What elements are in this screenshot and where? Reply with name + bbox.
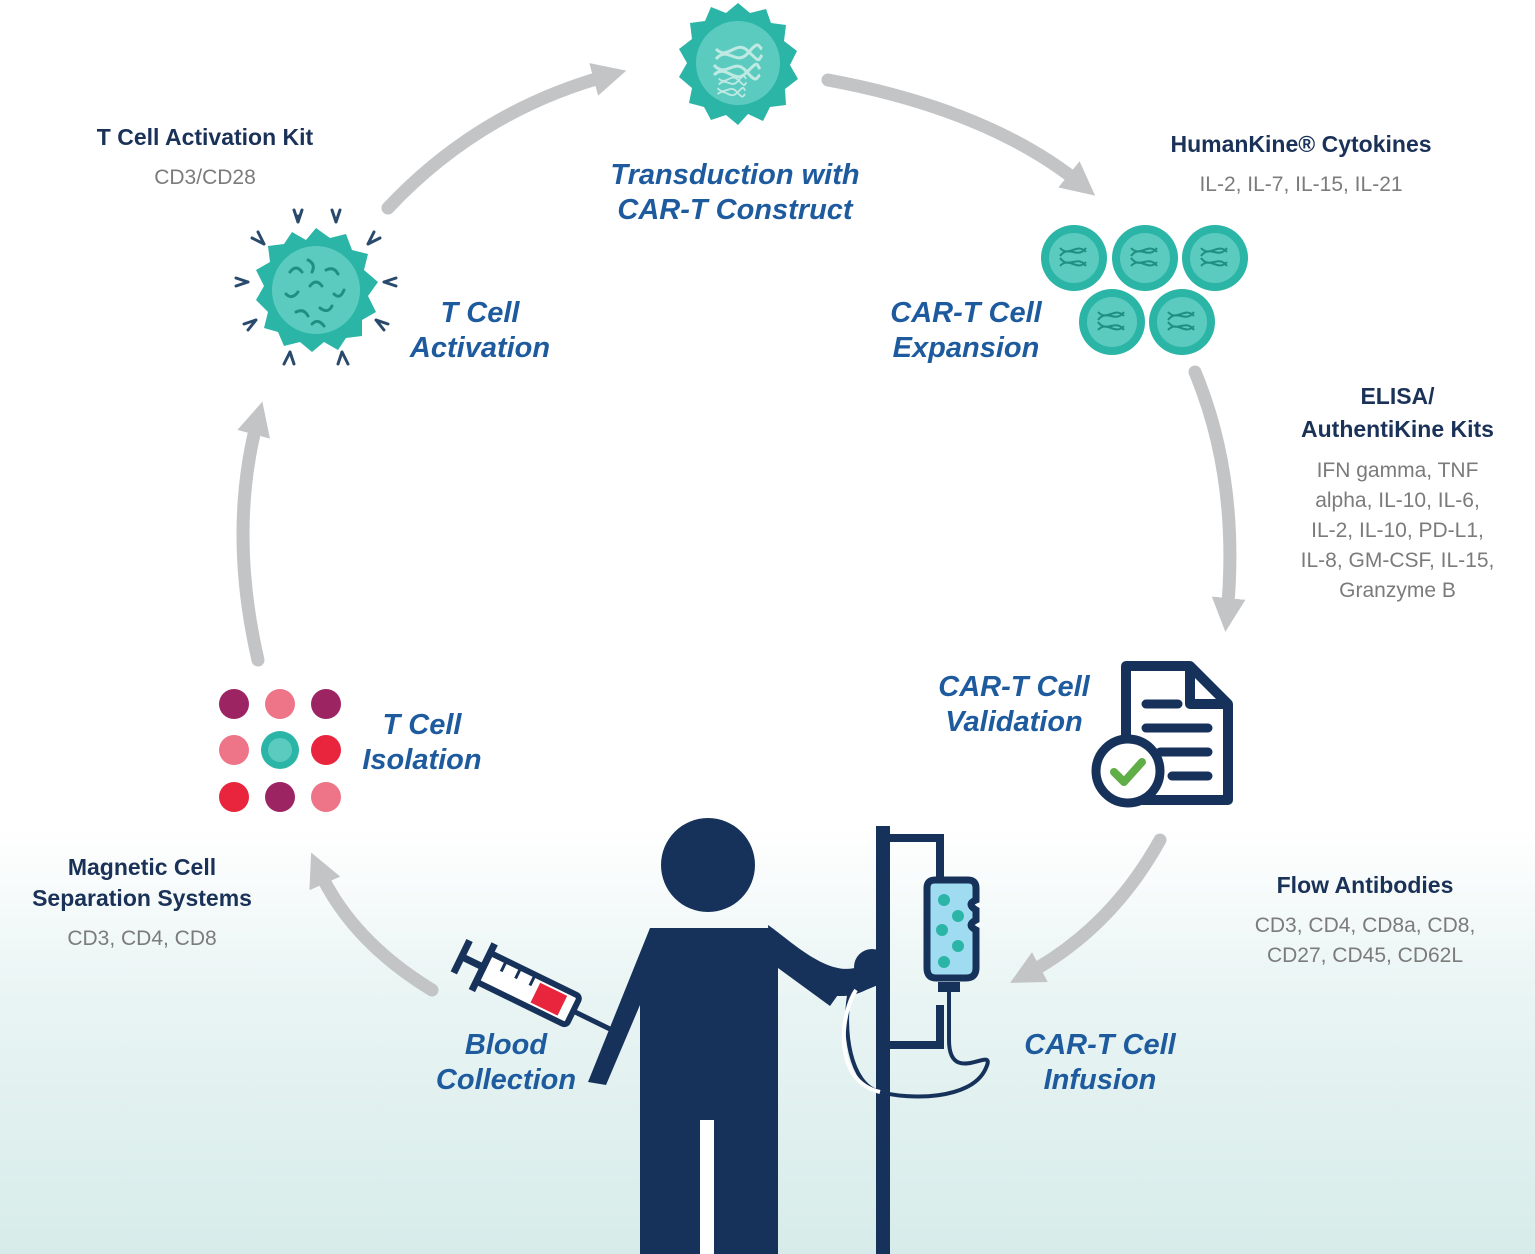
arrow-transduction-to-expansion xyxy=(821,73,1096,196)
activated-t-cell-icon xyxy=(234,208,398,366)
patient-body xyxy=(588,928,845,1254)
product-activation-kit: T Cell Activation Kit CD3/CD28 xyxy=(60,122,350,193)
product-flow: Flow Antibodies CD3, CD4, CD8a, CD8, CD2… xyxy=(1205,870,1525,971)
step-activation: T Cell Activation xyxy=(409,297,551,364)
arrow-expansion-to-validation xyxy=(1188,365,1246,632)
arrow-isolation-to-activation xyxy=(236,401,270,667)
product-cytokines-items: IL-2, IL-7, IL-15, IL-21 xyxy=(1199,173,1403,196)
patient-head xyxy=(661,818,755,912)
step-transduction: Transduction with CAR-T Construct xyxy=(610,159,860,226)
validation-document-icon xyxy=(1091,661,1233,808)
expansion-cells-icon xyxy=(1040,224,1249,356)
step-infusion: CAR-T Cell Infusion xyxy=(1024,1029,1176,1096)
cycle-arrows xyxy=(236,63,1246,997)
product-cytokines: HumanKine® Cytokines IL-2, IL-7, IL-15, … xyxy=(1126,129,1476,200)
step-isolation: T Cell Isolation xyxy=(362,709,482,776)
step-expansion: CAR-T Cell Expansion xyxy=(890,297,1042,364)
step-blood-collection: Blood Collection xyxy=(435,1029,577,1096)
product-magnetic-items: CD3, CD4, CD8 xyxy=(67,927,217,950)
isolation-cells-icon xyxy=(219,689,341,812)
patient-figure xyxy=(588,818,890,1254)
product-flow-title: Flow Antibodies xyxy=(1276,872,1454,898)
product-cytokines-title: HumanKine® Cytokines xyxy=(1170,131,1432,157)
product-elisa-title: ELISA/ AuthentiKine Kits xyxy=(1301,383,1494,442)
transduction-cell-icon xyxy=(679,3,798,125)
arrow-activation-to-transduction xyxy=(381,63,627,215)
product-activation-kit-title: T Cell Activation Kit xyxy=(96,124,314,150)
product-elisa: ELISA/ AuthentiKine Kits IFN gamma, TNF … xyxy=(1260,380,1535,606)
arrow-collection-to-isolation xyxy=(309,852,439,997)
product-activation-kit-items: CD3/CD28 xyxy=(154,166,256,189)
iv-stand-icon xyxy=(841,826,990,1254)
product-elisa-items: IFN gamma, TNF alpha, IL-10, IL-6, IL-2,… xyxy=(1300,459,1495,602)
product-magnetic: Magnetic Cell Separation Systems CD3, CD… xyxy=(0,852,284,954)
arrow-validation-to-infusion xyxy=(1010,833,1167,983)
product-magnetic-title: Magnetic Cell Separation Systems xyxy=(32,854,252,911)
product-flow-items: CD3, CD4, CD8a, CD8, CD27, CD45, CD62L xyxy=(1254,914,1476,967)
step-validation: CAR-T Cell Validation xyxy=(938,671,1090,738)
syringe-icon xyxy=(450,938,616,1034)
